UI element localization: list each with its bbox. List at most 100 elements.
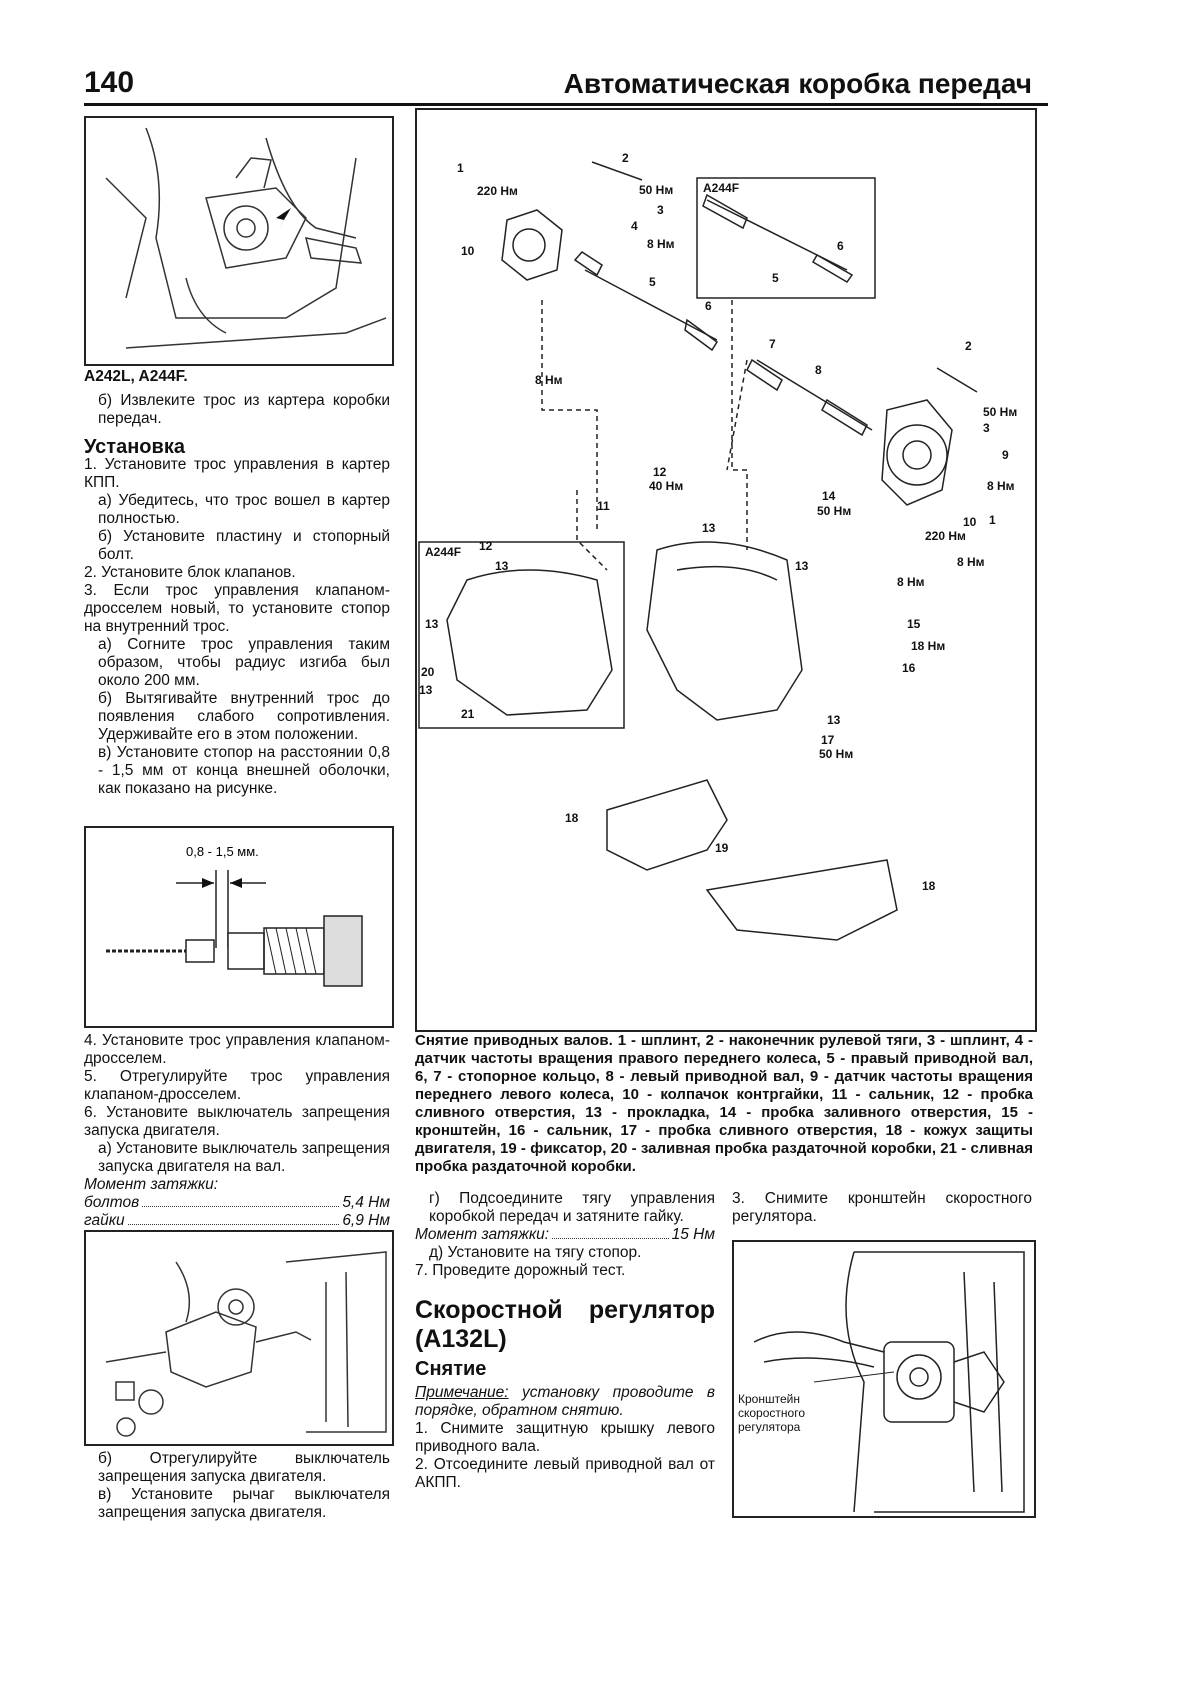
torque-bolts-value: 5,4 Нм: [342, 1194, 390, 1211]
governor-heading: Скоростной регулятор (A132L): [415, 1296, 715, 1353]
step-6a: а) Установите выключатель запрещения зап…: [98, 1140, 390, 1175]
label-16: 16: [902, 661, 916, 675]
diagram-caption: Снятие приводных валов. 1 - шплинт, 2 - …: [415, 1032, 1033, 1175]
note-text: установку проводите в порядке, обратном …: [415, 1384, 715, 1419]
label-2-a: 2: [622, 151, 629, 165]
fig1-caption: A242L, A244F.: [84, 368, 188, 385]
header-rule: [84, 103, 1048, 106]
step-3c: в) Установите стопор на расстоянии 0,8 -…: [98, 744, 390, 797]
driveshaft-diagram: 1 220 Нм 2 50 Нм 3 4 8 Нм 10 5 6 8 Нм A2…: [415, 108, 1037, 1032]
label-50-b: 50 Нм: [983, 405, 1017, 419]
step-1a: а) Убедитесь, что трос вошел в картер по…: [98, 492, 390, 527]
label-13-a: 13: [702, 521, 716, 535]
label-8-c: 8: [815, 363, 822, 377]
removal-step-3: 3. Снимите кронштейн скоростного регулят…: [732, 1190, 1032, 1225]
label-18-b: 18: [565, 811, 579, 825]
label-5-a: 5: [649, 275, 656, 289]
step-3: 3. Если трос управления клапаном-дроссел…: [84, 582, 390, 635]
label-50-a: 50 Нм: [639, 183, 673, 197]
right-text: 3. Снимите кронштейн скоростного регулят…: [732, 1190, 1032, 1226]
left-text-b: 4. Установите трос управления клапаном-д…: [84, 1032, 390, 1230]
cable-illustration: [105, 127, 387, 349]
left-text-a: б) Извлеките трос из картера коробки пер…: [84, 392, 390, 798]
torque-nuts-value: 6,9 Нм: [342, 1212, 390, 1229]
torque-bolts-row: болтов 5,4 Нм: [84, 1194, 390, 1212]
step-5: 5. Отрегулируйте трос управления клапано…: [84, 1068, 390, 1103]
removal-step-1: 1. Снимите защитную крышку левого привод…: [415, 1420, 715, 1455]
label-21: 21: [461, 707, 475, 721]
mid-text: г) Подсоедините тягу управления коробкой…: [415, 1190, 715, 1492]
step-d: д) Установите на тягу стопор.: [429, 1244, 642, 1261]
label-50-d: 50 Нм: [819, 747, 853, 761]
label-220-b: 220 Нм: [925, 529, 966, 543]
label-13-c: 13: [827, 713, 841, 727]
inset-a244f-top: A244F: [703, 181, 739, 195]
inset-a244f-left: A244F: [425, 545, 461, 559]
step-2: 2. Установите блок клапанов.: [84, 564, 296, 581]
step-1b: б) Установите пластину и стопорный болт.: [98, 528, 390, 563]
left-text-c: б) Отрегулируйте выключатель запрещения …: [84, 1450, 390, 1522]
label-8-f: 8 Нм: [897, 575, 925, 589]
note-label: Примечание:: [415, 1384, 509, 1401]
step-g: г) Подсоедините тягу управления коробкой…: [429, 1190, 715, 1225]
step-7: 7. Проведите дорожный тест.: [415, 1262, 626, 1279]
step-3b: б) Вытягивайте внутренний трос до появле…: [98, 690, 390, 743]
label-2-b: 2: [965, 339, 972, 353]
label-5-b: 5: [772, 271, 779, 285]
page-number: 140: [84, 66, 135, 99]
cable-figure: [84, 116, 394, 366]
step-b-remove: б) Извлеките трос из картера коробки пер…: [98, 392, 390, 427]
label-6-b: 6: [837, 239, 844, 253]
torque-bolts-label: болтов: [84, 1194, 140, 1211]
stopper-dimension: 0,8 - 1,5 мм.: [186, 844, 259, 859]
label-9: 9: [1002, 448, 1009, 462]
label-13-b: 13: [795, 559, 809, 573]
page-title: Автоматическая коробка передач: [563, 68, 1032, 99]
torque-nuts-label: гайки: [84, 1212, 125, 1229]
label-13-f: 13: [419, 683, 433, 697]
label-8-e: 8 Нм: [957, 555, 985, 569]
governor-bracket-label: Кронштейн скоростного регулятора: [738, 1392, 805, 1434]
label-1-b: 1: [989, 513, 996, 527]
label-3-b: 3: [983, 421, 990, 435]
label-8-d: 8 Нм: [987, 479, 1015, 493]
switch-figure: [84, 1230, 394, 1446]
label-7: 7: [769, 337, 776, 351]
label-14: 14: [822, 489, 836, 503]
mid-torque-value: 15 Нм: [671, 1226, 715, 1243]
switch-illustration: [105, 1251, 387, 1437]
step-4: 4. Установите трос управления клапаном-д…: [84, 1032, 390, 1067]
stopper-illustration: 0,8 - 1,5 мм.: [106, 844, 363, 987]
install-heading: Установка: [84, 436, 185, 458]
label-10-a: 10: [461, 244, 475, 258]
label-12: 12: [653, 465, 667, 479]
label-18-a: 18 Нм: [911, 639, 945, 653]
label-8-a: 8 Нм: [647, 237, 675, 251]
label-8-b: 8 Нм: [535, 373, 563, 387]
label-18-c: 18: [922, 879, 936, 893]
label-20: 20: [421, 665, 435, 679]
governor-illustration: Кронштейн скоростного регулятора: [738, 1251, 1025, 1513]
label-13-e: 13: [425, 617, 439, 631]
mid-torque-row: Момент затяжки: 15 Нм: [415, 1226, 715, 1244]
label-220-a: 220 Нм: [477, 184, 518, 198]
label-15: 15: [907, 617, 921, 631]
removal-heading: Снятие: [415, 1358, 487, 1380]
step-3a: а) Согните трос управления таким образом…: [98, 636, 390, 689]
label-4: 4: [631, 219, 638, 233]
step-6: 6. Установите выключатель запрещения зап…: [84, 1104, 390, 1139]
mid-torque-label: Момент затяжки:: [415, 1226, 550, 1243]
step-6c: в) Установите рычаг выключателя запрещен…: [98, 1486, 390, 1521]
label-13-d: 13: [495, 559, 509, 573]
driveshaft-illustration: 1 220 Нм 2 50 Нм 3 4 8 Нм 10 5 6 8 Нм A2…: [418, 151, 1017, 941]
label-10-b: 10: [963, 515, 977, 529]
governor-figure: Кронштейн скоростного регулятора: [732, 1240, 1036, 1518]
step-1: 1. Установите трос управления в картер К…: [84, 456, 390, 491]
label-19: 19: [715, 841, 729, 855]
removal-step-2: 2. Отсоедините левый приводной вал от АК…: [415, 1456, 715, 1491]
stopper-figure: 0,8 - 1,5 мм.: [84, 826, 394, 1028]
label-50-c: 50 Нм: [817, 504, 851, 518]
torque-label: Момент затяжки:: [84, 1176, 219, 1193]
label-12-b: 12: [479, 539, 493, 553]
label-1-a: 1: [457, 161, 464, 175]
